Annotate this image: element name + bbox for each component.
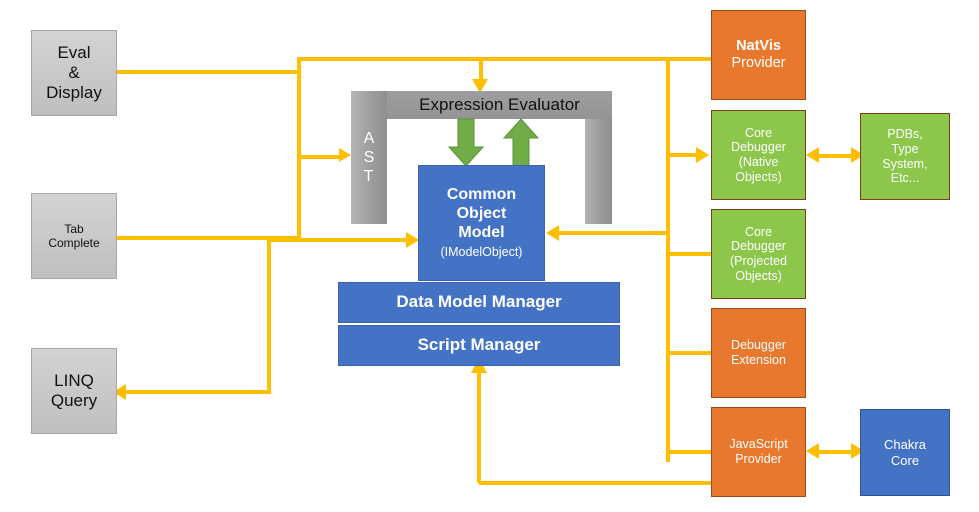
connector-trunk-to-core-projected bbox=[666, 252, 712, 256]
connector-linq-vertical bbox=[267, 238, 271, 394]
connector-core-native-pdbs bbox=[815, 154, 853, 158]
connector-trunk-to-debugger-extension bbox=[666, 351, 712, 355]
data-model-manager-label: Data Model Manager bbox=[396, 292, 562, 312]
green-arrow-down-to-common-object-model bbox=[447, 118, 485, 167]
connector-js-to-script-manager bbox=[479, 481, 712, 485]
linq-query-label: LINQ Query bbox=[50, 370, 98, 410]
eval-display-box: Eval & Display bbox=[31, 30, 117, 116]
javascript-provider-box: JavaScript Provider bbox=[711, 407, 806, 497]
data-model-manager-box: Data Model Manager bbox=[338, 282, 620, 323]
ast-label: A S T bbox=[363, 129, 375, 185]
common-object-model-box: Common Object Model (IModelObject) bbox=[418, 165, 545, 281]
connector-js-to-script-manager-vertical bbox=[477, 372, 481, 483]
connector-js-chakra bbox=[815, 450, 853, 454]
connector-right-to-com bbox=[558, 231, 668, 235]
chakra-core-label: Chakra Core bbox=[884, 437, 926, 468]
debugger-extension-box: Debugger Extension bbox=[711, 308, 806, 398]
chakra-core-box: Chakra Core bbox=[860, 409, 950, 496]
common-object-model-interface: (IModelObject) bbox=[440, 244, 523, 259]
arrow-into-ast bbox=[339, 148, 351, 162]
green-arrow-up-from-common-object-model bbox=[502, 118, 540, 167]
linq-query-box: LINQ Query bbox=[31, 348, 117, 434]
arrow-into-core-debugger-native bbox=[696, 147, 709, 163]
script-manager-box: Script Manager bbox=[338, 325, 620, 366]
tab-complete-label: Tab Complete bbox=[48, 221, 100, 250]
arrow-into-common-object-model-left bbox=[406, 232, 419, 248]
connector-linq-horizontal bbox=[125, 390, 271, 394]
ast-column: A S T bbox=[351, 91, 387, 224]
natvis-provider-box: NatVis Provider bbox=[711, 10, 806, 100]
arrow-double-js-chakra bbox=[806, 443, 864, 459]
pdbs-type-system-box: PDBs, Type System, Etc... bbox=[860, 113, 950, 200]
connector-trunk-right bbox=[666, 57, 670, 462]
connector-eval-display-out bbox=[117, 70, 301, 74]
arrow-double-core-native-pdbs bbox=[806, 147, 864, 163]
connector-to-expression-evaluator bbox=[479, 57, 483, 83]
script-manager-label: Script Manager bbox=[417, 335, 541, 355]
javascript-provider-label: JavaScript Provider bbox=[729, 437, 788, 466]
arrow-into-expression-evaluator bbox=[472, 79, 488, 93]
core-debugger-projected-box: Core Debugger (Projected Objects) bbox=[711, 209, 806, 299]
arrow-into-linq-query bbox=[113, 384, 126, 400]
tab-complete-box: Tab Complete bbox=[31, 193, 117, 279]
connector-to-natvis bbox=[297, 57, 712, 61]
connector-tab-complete-out bbox=[117, 236, 301, 240]
common-object-model-label: Common Object Model (IModelObject) bbox=[440, 186, 523, 259]
core-debugger-native-box: Core Debugger (Native Objects) bbox=[711, 110, 806, 200]
connector-trunk-to-core-native bbox=[666, 153, 700, 157]
expression-evaluator-bar: Expression Evaluator bbox=[387, 91, 612, 119]
expression-evaluator-right-pillar bbox=[585, 119, 612, 224]
core-debugger-projected-label: Core Debugger (Projected Objects) bbox=[730, 224, 787, 283]
debugger-extension-label: Debugger Extension bbox=[731, 338, 786, 367]
natvis-provider-label: NatVis Provider bbox=[731, 37, 786, 71]
arrow-into-common-object-model-right bbox=[546, 225, 559, 241]
connector-trunk-to-javascript-provider bbox=[666, 450, 712, 454]
connector-to-com-left bbox=[267, 238, 416, 242]
eval-display-label: Eval & Display bbox=[46, 42, 102, 103]
connector-trunk-left-upper bbox=[297, 57, 301, 74]
pdbs-type-system-label: PDBs, Type System, Etc... bbox=[882, 127, 928, 186]
connector-trunk-to-ast bbox=[297, 155, 343, 159]
core-debugger-native-label: Core Debugger (Native Objects) bbox=[731, 125, 786, 184]
expression-evaluator-label: Expression Evaluator bbox=[419, 95, 580, 114]
